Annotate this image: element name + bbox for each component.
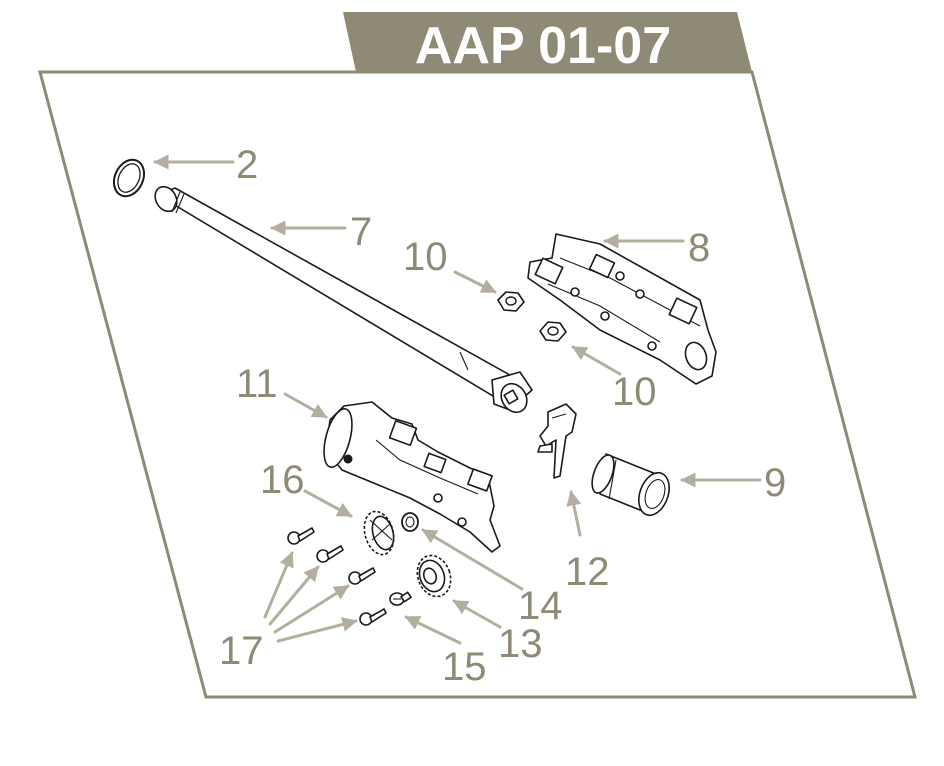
o-ring-icon [112,158,146,198]
hop-up-arm-icon [537,403,577,479]
arrow-16 [303,489,353,518]
callout-8: 8 [688,226,710,270]
callout-15: 15 [442,645,487,689]
screw-icon [287,527,315,545]
arrow-11 [283,392,328,419]
callout-arrows [153,154,762,645]
arrow-13 [452,599,502,629]
arrow-17a [263,551,294,619]
washer-icon [401,512,419,532]
barrel-housing-right-icon [527,233,717,385]
callout-14: 14 [518,584,563,628]
screw-icon [359,608,387,626]
hop-up-bucking-icon [591,453,670,517]
small-screw-icon [389,591,412,606]
callout-13: 13 [498,622,543,666]
callout-9: 9 [764,461,786,505]
callout-11: 11 [236,362,278,406]
callout-10a: 10 [403,235,448,279]
callout-17: 17 [219,629,264,673]
arrow-10b [571,345,622,376]
callout-10b: 10 [612,370,657,414]
arrow-17c [273,584,350,634]
hex-nut-icon [539,321,567,342]
arrow-17b [268,565,320,626]
callout-7: 7 [350,210,372,254]
arrow-12 [566,490,582,537]
title-banner [343,12,752,72]
hop-up-chamber-icon [323,401,501,553]
hex-nut-icon [497,291,525,312]
callout-12: 12 [565,550,610,594]
screw-set-icon [287,527,387,626]
screw-icon [316,545,344,563]
callout-labels: 2 7 8 9 10 10 11 12 13 14 15 16 17 [219,143,786,689]
arrow-10a [453,270,497,294]
callout-16: 16 [260,458,305,502]
screw-icon [348,567,376,585]
gear-wheel-icon [416,554,452,598]
arrow-15 [404,615,462,645]
arrow-17d [276,617,358,643]
adjustment-gear-icon [363,510,395,556]
inner-barrel-icon [154,185,533,414]
diagram-title: AAP 01-07 [415,17,671,75]
callout-2: 2 [236,143,258,187]
arrow-14 [421,528,524,591]
